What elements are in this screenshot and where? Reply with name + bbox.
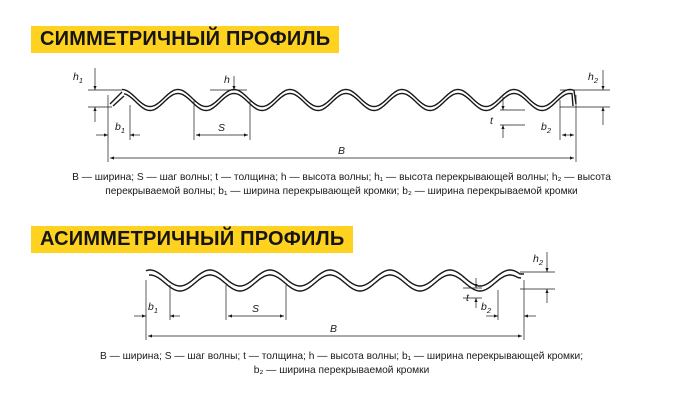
symmetric-caption-line-1: B — ширина; S — шаг волны; t — толщина; … [72, 172, 611, 183]
label-h1: h1 [73, 71, 83, 85]
asymmetric-caption-line-2: b₂ — ширина перекрываемой кромки [253, 364, 430, 376]
asymmetric-caption: B — ширина; S — шаг волны; t — толщина; … [0, 350, 683, 377]
asymmetric-profile-title: АСИММЕТРИЧНЫЙ ПРОФИЛЬ [31, 226, 354, 253]
label-h2: h2 [588, 71, 599, 85]
label-t: t [490, 115, 494, 127]
asymmetric-dimension-labels: h2 b1 S t b2 B [148, 253, 544, 335]
asymmetric-wave-inner [149, 274, 522, 292]
label-S: S [252, 303, 259, 315]
label-h2: h2 [533, 253, 544, 267]
symmetric-profile-drawing [109, 88, 577, 112]
label-h: h [224, 74, 230, 86]
symmetric-caption-line-2: перекрываемой волны; b₁ — ширина перекры… [105, 185, 578, 197]
label-B: B [338, 145, 345, 157]
symmetric-wave-outer [109, 88, 577, 108]
symmetric-dimension-labels: h1 h h2 b1 S t b2 B [73, 71, 599, 157]
label-b2: b2 [481, 301, 492, 315]
symmetric-wave-inner [112, 92, 574, 112]
asymmetric-dimension-lines [134, 252, 555, 340]
symmetric-dimension-lines [88, 68, 610, 162]
label-b2: b2 [541, 121, 552, 135]
label-t: t [466, 292, 470, 304]
label-B: B [330, 323, 337, 335]
asymmetric-wave-outer [145, 269, 524, 287]
asymmetric-profile-drawing [145, 269, 524, 292]
label-b1: b1 [148, 301, 158, 315]
symmetric-profile-title: СИММЕТРИЧНЫЙ ПРОФИЛЬ [31, 26, 340, 53]
asymmetric-caption-line-1: B — ширина; S — шаг волны; t — толщина; … [99, 351, 584, 362]
label-S: S [218, 122, 225, 134]
label-b1: b1 [115, 121, 125, 135]
symmetric-caption: B — ширина; S — шаг волны; t — толщина; … [0, 171, 683, 198]
